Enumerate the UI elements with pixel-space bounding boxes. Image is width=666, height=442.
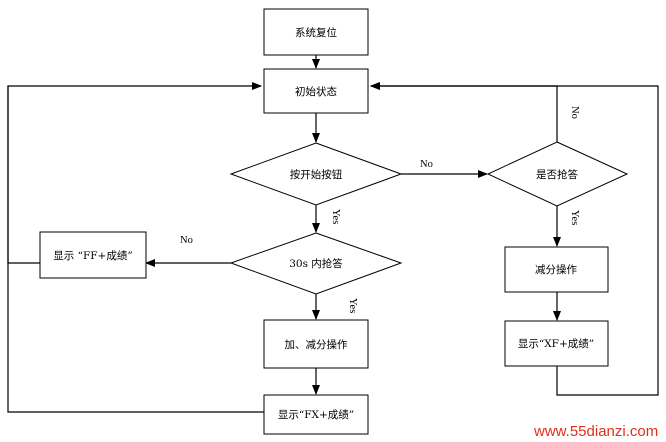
node-show-xf: 显示“XF+成绩” <box>504 320 609 367</box>
edge-labels: No No Yes Yes No Yes <box>180 106 580 313</box>
node-show-ff: 显示 “FF+成绩” <box>39 231 147 279</box>
node-show-ff-label: 显示 “FF+成绩” <box>53 249 132 262</box>
decision-answer-30s: 30s 内抢答 <box>229 232 403 295</box>
node-show-fx: 显示“FX+成绩” <box>263 394 369 435</box>
node-initial: 初始状态 <box>263 68 369 114</box>
node-deduct: 减分操作 <box>504 246 609 293</box>
node-add-deduct: 加、减分操作 <box>263 319 369 369</box>
label-start-no: No <box>420 159 433 170</box>
node-initial-label: 初始状态 <box>295 85 337 98</box>
connectors <box>7 55 659 413</box>
label-check-no: No <box>569 106 580 119</box>
decision-press-start-label: 按开始按钮 <box>290 168 343 181</box>
decision-answer-check: 是否抢答 <box>486 141 629 207</box>
label-start-yes: Yes <box>330 209 341 224</box>
watermark-text: www.55dianzi.com <box>533 423 658 440</box>
node-reset: 系统复位 <box>263 8 369 56</box>
edge-show-fx-to-initial <box>7 86 264 413</box>
edge-show-xf-to-initial <box>370 82 659 396</box>
decision-press-start: 按开始按钮 <box>229 142 403 206</box>
node-add-deduct-label: 加、减分操作 <box>285 338 348 351</box>
decision-answer-check-label: 是否抢答 <box>536 168 578 181</box>
decision-answer-30s-label: 30s 内抢答 <box>289 257 343 270</box>
node-show-xf-label: 显示“XF+成绩” <box>518 337 594 350</box>
node-deduct-label: 减分操作 <box>535 263 577 276</box>
node-reset-label: 系统复位 <box>295 26 337 39</box>
edge-check-no-to-initial <box>370 82 558 142</box>
label-answered-yes: Yes <box>347 298 358 313</box>
label-check-yes: Yes <box>569 210 580 225</box>
label-30s-no: No <box>180 235 193 246</box>
node-show-fx-label: 显示“FX+成绩” <box>278 408 354 421</box>
